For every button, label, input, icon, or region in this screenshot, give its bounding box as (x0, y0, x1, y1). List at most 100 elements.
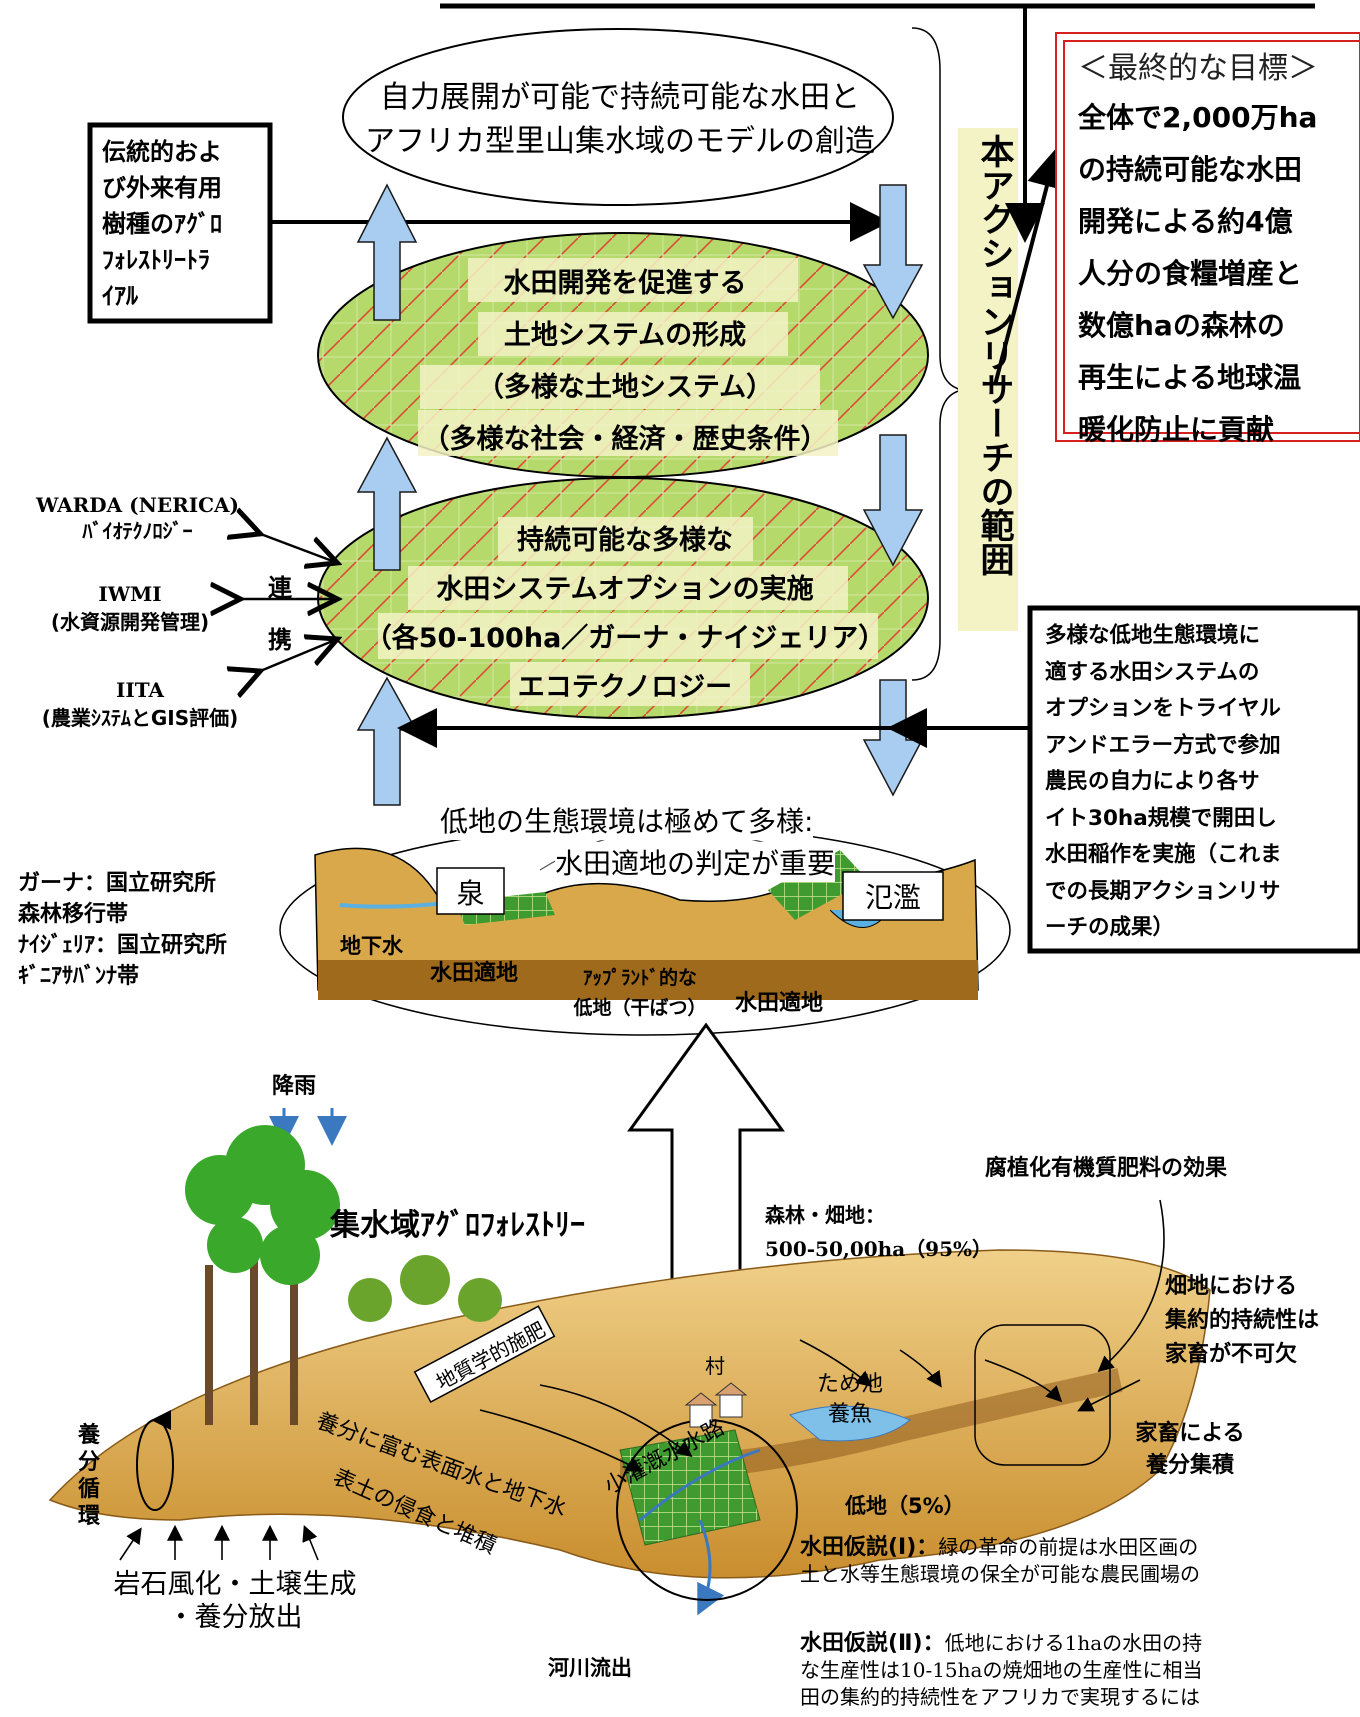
paddy-left-label: 水田適地 (430, 961, 519, 986)
livestock-line-2: 養分集積 (1145, 1453, 1234, 1478)
humus-label: 腐植化有機質肥料の効果 (985, 1156, 1228, 1181)
field-label: 畑地における 集約的持続性は 家畜が不可欠 (1165, 1270, 1319, 1372)
weathering-label: 岩石風化・土壌生成 ・養分放出 (90, 1568, 380, 1634)
goal-line: 開発による約4億 (1078, 205, 1293, 238)
green-ellipse-1: 水田開発を促進する 土地システムの形成 （多様な土地システム） （多様な社会・経… (400, 258, 850, 466)
hypothesis-2: 水田仮説(Ⅱ)：低地における1haの水田の持 な生産性は10-15haの焼畑地の… (800, 1630, 1360, 1711)
top-ellipse-line2: アフリカ型里山集水域のモデルの創造 (365, 124, 875, 159)
site-line: ガーナ：国立研究所 (18, 871, 217, 896)
ellipse2-line: エコテクノロジー (517, 672, 733, 703)
goal-line: 人分の食糧増産と (1078, 257, 1303, 290)
trial-line: アンドエラー方式で参加 (1045, 732, 1281, 758)
cooperation-2: 携 (268, 626, 292, 654)
hypothesis-1: 水田仮説(I)：緑の革命の前提は水田区画の 土と水等生態環境の保全が可能な農民圃… (800, 1534, 1360, 1587)
pond-label: ため池 養魚 (800, 1370, 900, 1430)
ellipse1-line: （多様な土地システム） (476, 372, 774, 403)
partner-name: IITA (115, 678, 165, 702)
lowland-note-1: 低地の生態環境は極めて多様: (440, 800, 814, 840)
green-ellipse-2: 持続可能な多様な 水田システムオプションの実施 （各50-100ha／ガーナ・ナ… (360, 516, 890, 712)
trees (185, 1125, 502, 1425)
goal-box: ＜最終的な目標＞ 全体で2,000万ha の持続可能な水田 開発による約4億 人… (1078, 46, 1360, 456)
top-ellipse-line1: 自力展開が可能で持続可能な水田と (380, 80, 860, 115)
lowland-note-2: 水田適地の判定が重要 (555, 842, 836, 882)
left-box-line: ｲｱﾙ (102, 282, 138, 310)
spring-label: 泉 (456, 877, 485, 910)
partner-warda: WARDA (NERICA) ﾊﾞｲｵﾃｸﾉﾛｼﾞｰ (20, 492, 255, 544)
village-label: 村 (705, 1354, 725, 1378)
goal-line: 数億haの森林の (1078, 309, 1285, 342)
upland-line-2: 低地（干ばつ） (573, 997, 707, 1019)
trial-box-shape (1027, 605, 1360, 954)
watershed-title: 集水域ｱｸﾞﾛﾌｫﾚｽﾄﾘｰ (330, 1208, 585, 1243)
h2-line-3: 田の集約的持続性をアフリカで実現するには (800, 1685, 1200, 1709)
field-line-2: 集約的持続性は (1165, 1308, 1320, 1333)
goal-line: 再生による地球温 (1078, 361, 1302, 394)
trial-line: 多様な低地生態環境に (1045, 623, 1261, 648)
trial-line: オプションをトライヤル (1045, 696, 1281, 721)
ellipse1-line: 水田開発を促進する (503, 268, 747, 299)
trial-box: 多様な低地生態環境に 適する水田システムの オプションをトライヤル アンドエラー… (1045, 618, 1355, 947)
goal-box-shape (1055, 32, 1360, 442)
site-line: ﾅｲｼﾞｪﾘｱ：国立研究所 (18, 933, 228, 958)
site-list: ガーナ：国立研究所 森林移行帯 ﾅｲｼﾞｪﾘｱ：国立研究所 ｷﾞﾆｱｻﾊﾞﾝﾅ帯 (18, 868, 227, 992)
forest-line-1: 森林・畑地： (765, 1203, 885, 1227)
trial-line: での長期アクションリサ (1045, 878, 1281, 904)
top-ellipse: 自力展開が可能で持続可能な水田と アフリカ型里山集水域のモデルの創造 (350, 76, 890, 164)
pond-line-2: 養魚 (827, 1402, 872, 1427)
left-box-shape (87, 122, 273, 324)
field-line-1: 畑地における (1165, 1274, 1298, 1299)
cycle-char: 養 (78, 1423, 101, 1448)
trial-line: イト30ha規模で開田し (1045, 805, 1277, 831)
top-ellipse-shape (342, 28, 894, 206)
flood-label: 氾濫 (864, 881, 921, 914)
trial-line: 農民の自力により各サ (1045, 769, 1260, 794)
rain-label: 降雨 (272, 1074, 317, 1099)
site-line: ｷﾞﾆｱｻﾊﾞﾝﾅ帯 (18, 964, 140, 989)
weathering-line-2: ・養分放出 (167, 1602, 303, 1633)
weathering-line-1: 岩石風化・土壌生成 (113, 1569, 357, 1600)
ellipse1-line: （多様な社会・経済・歴史条件） (422, 424, 828, 455)
groundwater-label: 地下水 (340, 934, 403, 958)
river-label: 河川流出 (548, 1656, 632, 1680)
forest-line-2: 500-50,00ha（95%） (765, 1237, 993, 1261)
upland-line-1: ｱｯﾌﾟﾗﾝﾄﾞ的な (582, 967, 697, 989)
h2-label: 水田仮説(Ⅱ)： (800, 1631, 945, 1656)
left-box-line: ﾌｫﾚｽﾄﾘｰﾄﾗ (102, 246, 210, 274)
h1-line-2: 土と水等生態環境の保全が可能な農民圃場の (800, 1562, 1200, 1586)
hillside-shape (48, 1249, 1211, 1579)
partner-name: WARDA (NERICA) (35, 493, 239, 517)
left-box-line: 伝統的およ (102, 138, 222, 166)
goal-line: 全体で2,000万ha (1078, 101, 1318, 134)
partner-desc: (水資源開発管理) (50, 610, 210, 634)
goal-title: ＜最終的な目標＞ (1078, 51, 1318, 86)
h1-label: 水田仮説(I)： (800, 1535, 939, 1560)
livestock-line-1: 家畜による (1135, 1421, 1245, 1446)
cycle-char: 循 (78, 1477, 101, 1502)
nutrient-cycle-label: 養 分 循 環 (78, 1422, 108, 1530)
ellipse2-line: 水田システムオプションの実施 (436, 574, 814, 605)
trial-line: ーチの成果） (1045, 915, 1175, 940)
left-box-line: 樹種のｱｸﾞﾛ (102, 210, 222, 238)
trial-line: 適する水田システムの (1045, 659, 1260, 685)
goal-line: 暖化防止に貢献 (1078, 413, 1275, 446)
cycle-char: 環 (78, 1504, 101, 1529)
ellipse2-line: 持続可能な多様な (517, 525, 733, 556)
research-scope-label: 本アクションリサーチの範囲 (974, 134, 1014, 576)
trial-line: 水田稲作を実施（これま (1045, 842, 1282, 867)
field-line-3: 家畜が不可欠 (1165, 1342, 1298, 1367)
upland-label: ｱｯﾌﾟﾗﾝﾄﾞ的な 低地（干ばつ） (560, 963, 720, 1023)
lowland-5-label: 低地（5%） (845, 1494, 965, 1518)
partner-desc: (農業ｼｽﾃﾑとGIS評価) (41, 706, 239, 730)
pond-line-1: ため池 (816, 1372, 883, 1397)
goal-lines: 全体で2,000万ha の持続可能な水田 開発による約4億 人分の食糧増産と 数… (1078, 92, 1360, 456)
partner-iwmi: IWMI (水資源開発管理) (20, 580, 240, 636)
h1-line-1: 緑の革命の前提は水田区画の (938, 1535, 1199, 1559)
goal-line: の持続可能な水田 (1078, 153, 1303, 186)
left-box: 伝統的およ び外来有用 樹種のｱｸﾞﾛ ﾌｫﾚｽﾄﾘｰﾄﾗ ｲｱﾙ (102, 134, 262, 314)
partner-name: IWMI (98, 582, 162, 606)
cooperation-1: 連 (268, 574, 292, 602)
partner-desc: ﾊﾞｲｵﾃｸﾉﾛｼﾞｰ (82, 519, 193, 543)
ellipse2-line: （各50-100ha／ガーナ・ナイジェリア） (364, 623, 886, 654)
paddy-right-label: 水田適地 (735, 991, 824, 1016)
